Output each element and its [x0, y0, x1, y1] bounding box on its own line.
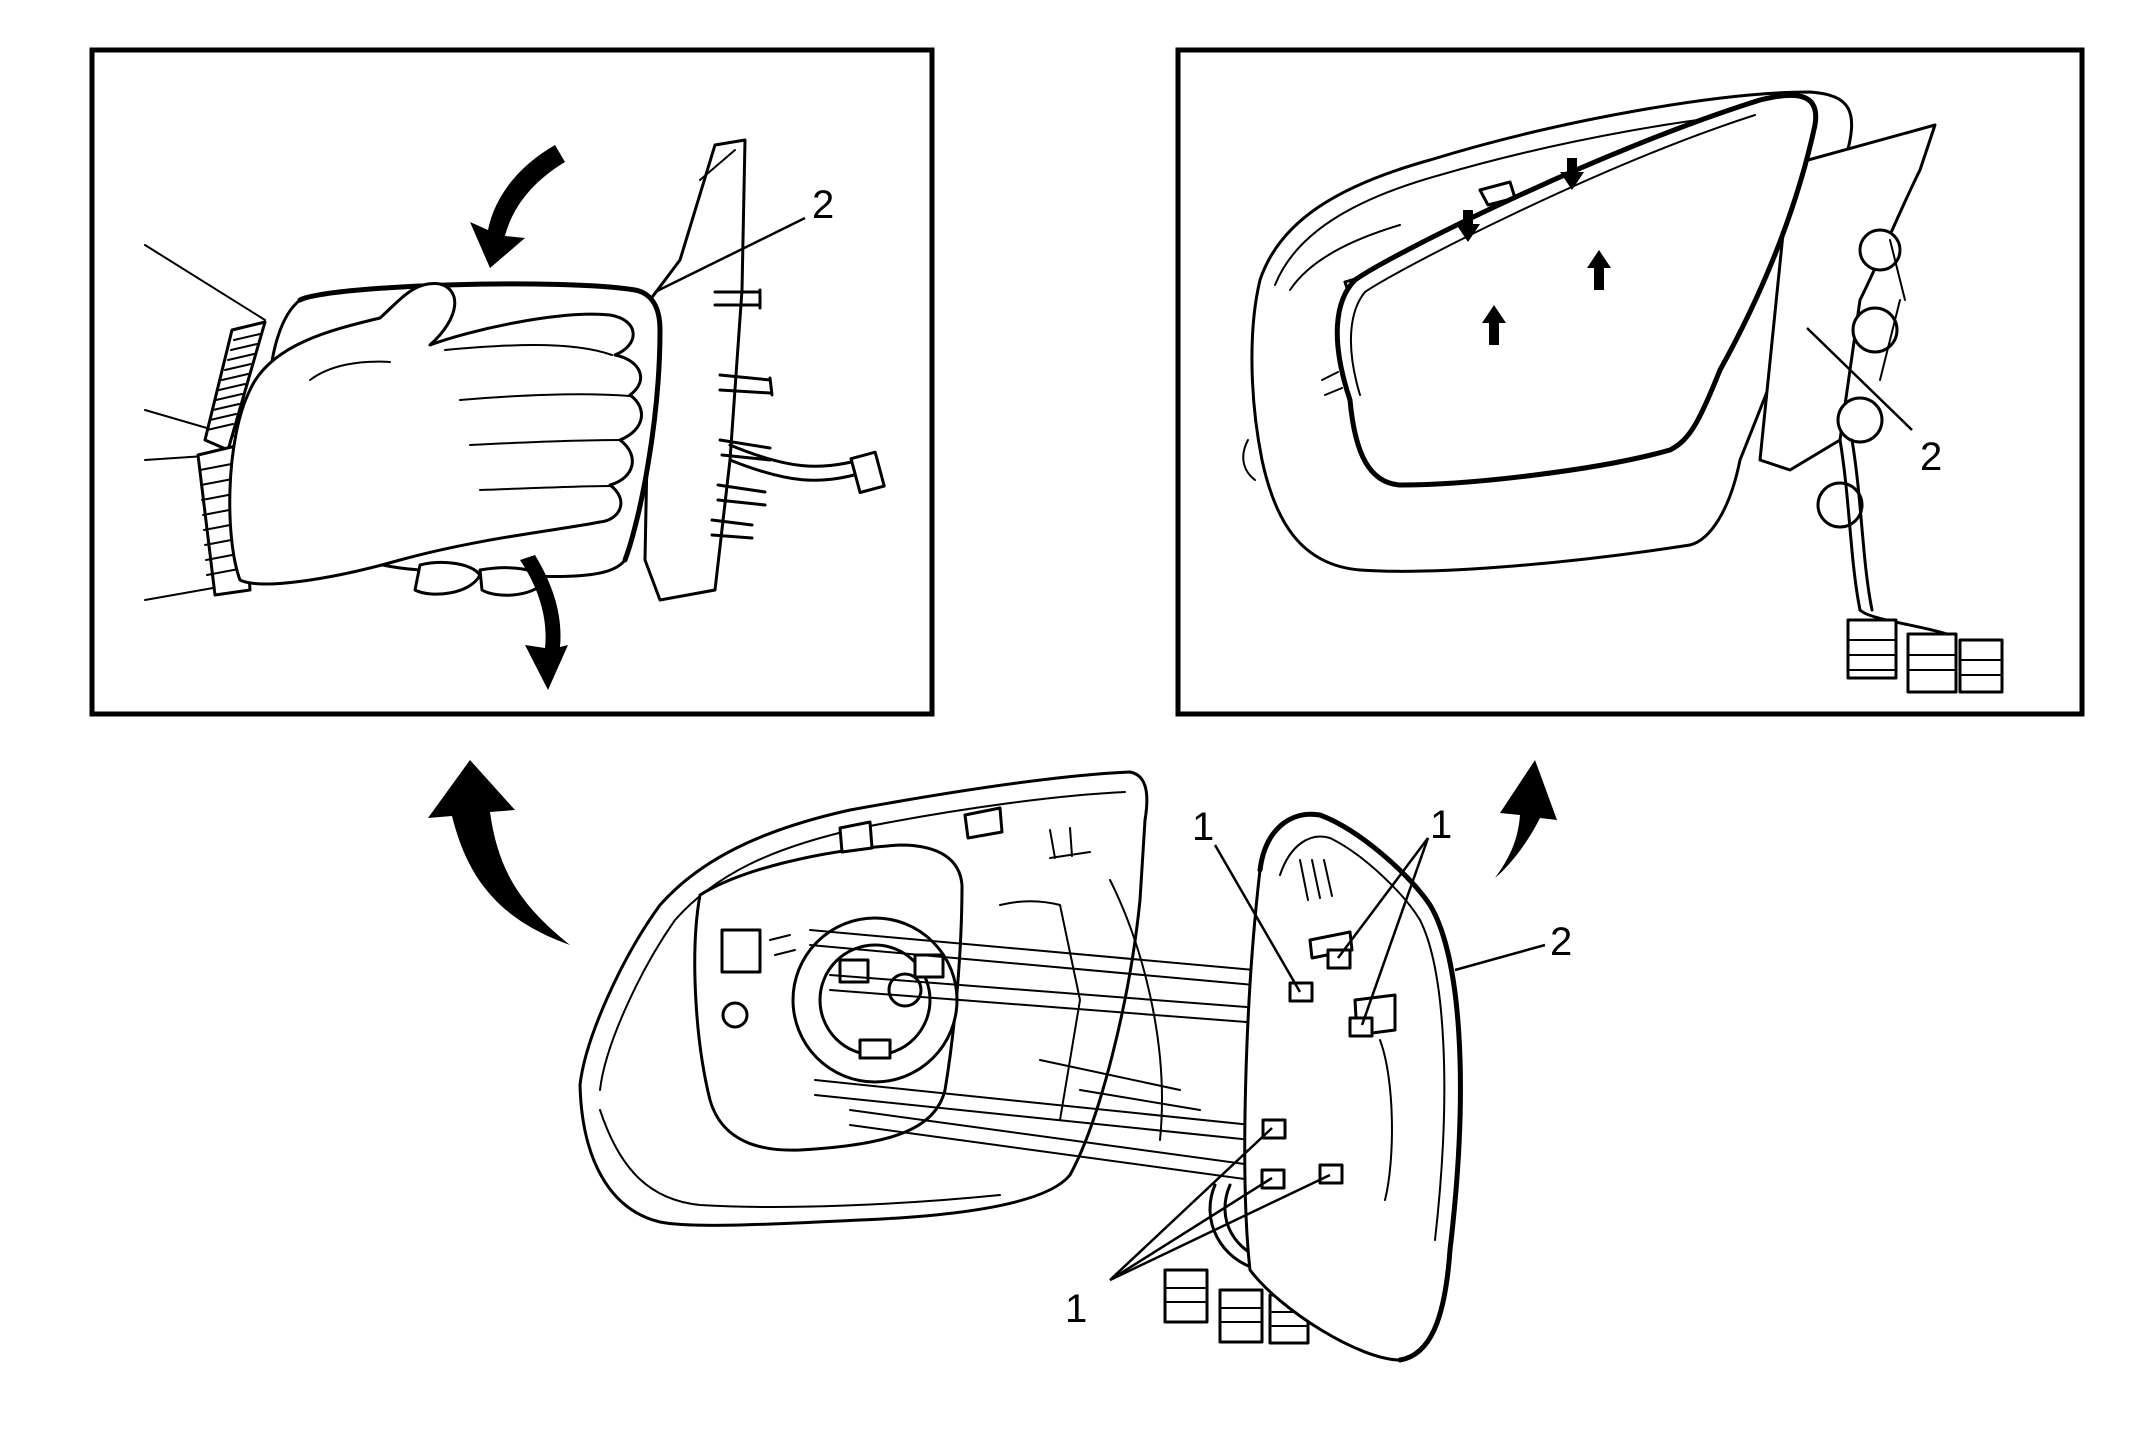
main-callout-1-top-right: 1 — [1430, 803, 1452, 847]
left-callout-2: 2 — [812, 183, 834, 227]
rotate-arrow-bottom — [520, 555, 568, 690]
right-connectors — [1846, 618, 2004, 694]
curved-arrow-to-left-panel — [428, 760, 570, 945]
left-panel: 2 — [89, 47, 935, 717]
retainer-clip — [1348, 1016, 1374, 1038]
left-panel-mirror-housing — [643, 138, 886, 602]
clip-arrows — [1456, 158, 1611, 345]
right-panel-frame — [1175, 47, 2085, 717]
retainer-clip — [1260, 1168, 1286, 1190]
retainer-clip — [1261, 1118, 1287, 1140]
main-callouts: 1 1 2 1 — [1065, 803, 1572, 1331]
main-view: 1 1 2 1 — [578, 770, 1572, 1363]
retainer-clip — [1326, 948, 1352, 970]
main-mirror-glass — [1243, 811, 1463, 1363]
gloved-hand — [144, 244, 643, 601]
main-callout-2: 2 — [1550, 920, 1572, 964]
main-callout-1-bottom: 1 — [1065, 1287, 1087, 1331]
rotate-arrow-top — [470, 145, 565, 268]
left-connector — [849, 450, 886, 494]
main-callout-1-top-left: 1 — [1192, 805, 1214, 849]
right-panel: 2 — [1175, 47, 2085, 717]
right-callout-2-leader — [1806, 327, 1913, 431]
left-panel-frame — [89, 47, 935, 717]
curved-arrow-to-right-panel — [1495, 760, 1557, 878]
retainer-clip — [1318, 1163, 1344, 1185]
right-panel-mirror-glass — [1334, 92, 1819, 488]
left-callout-2-leader — [654, 216, 806, 294]
retainer-clip — [1288, 981, 1314, 1003]
main-mirror-housing — [578, 770, 1310, 1345]
right-callout-2: 2 — [1920, 435, 1942, 479]
